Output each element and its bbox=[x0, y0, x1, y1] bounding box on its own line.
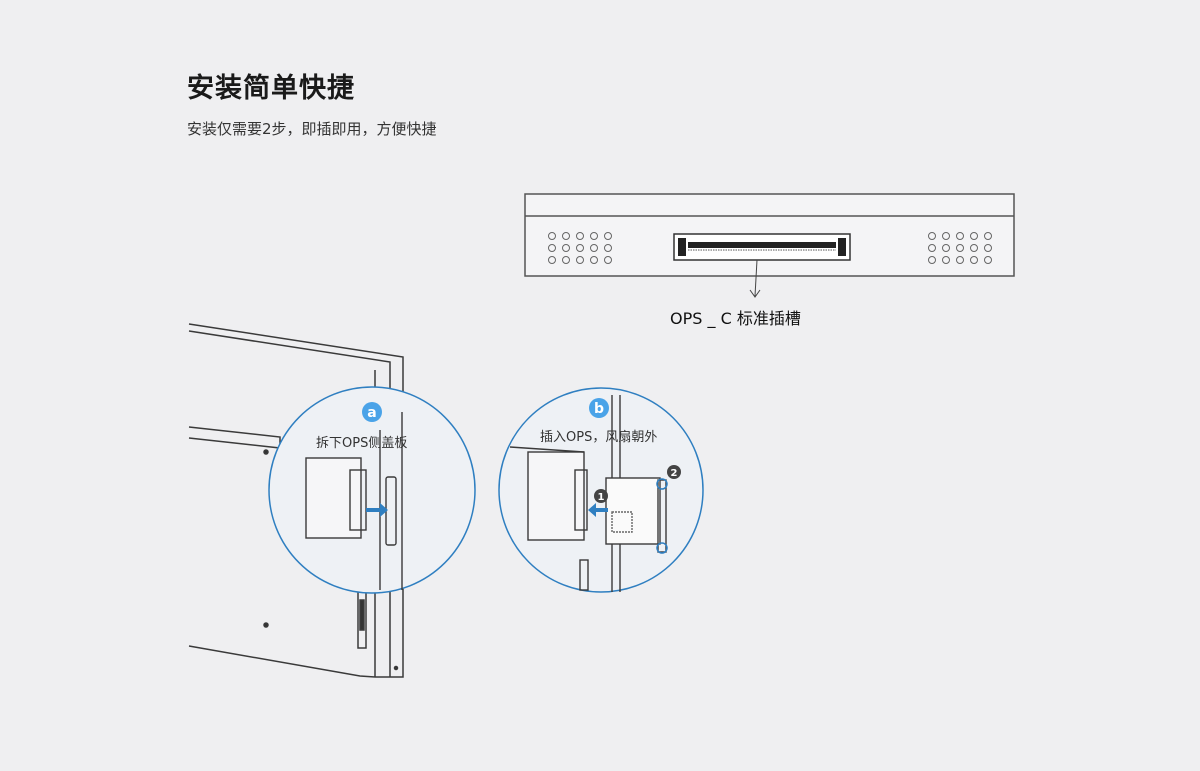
vent-holes-left bbox=[548, 232, 612, 264]
marker-1-number: 1 bbox=[598, 492, 605, 503]
marker-2-badge bbox=[667, 465, 681, 479]
zoom-circle-b bbox=[498, 387, 704, 593]
step-a-badge-letter: a bbox=[367, 405, 376, 421]
page-subtitle: 安装仅需要2步，即插即用，方便快捷 bbox=[187, 120, 437, 138]
ops-slot-label: OPS _ C 标准插槽 bbox=[670, 309, 801, 328]
step-b-badge bbox=[589, 398, 609, 418]
vent-holes-right bbox=[928, 232, 992, 264]
step-a-text: 拆下OPS侧盖板 bbox=[316, 436, 408, 451]
page-title: 安装简单快捷 bbox=[187, 73, 355, 104]
ops-slot-panel bbox=[524, 193, 1015, 298]
zoom-circle-a bbox=[268, 386, 476, 594]
ops-connector-slot bbox=[673, 233, 851, 261]
marker-2-number: 2 bbox=[671, 468, 678, 479]
marker-1-badge bbox=[594, 489, 608, 503]
step-a-badge bbox=[362, 402, 382, 422]
step-b-text: 插入OPS，风扇朝外 bbox=[540, 430, 658, 445]
step-b-badge-letter: b bbox=[594, 401, 604, 417]
